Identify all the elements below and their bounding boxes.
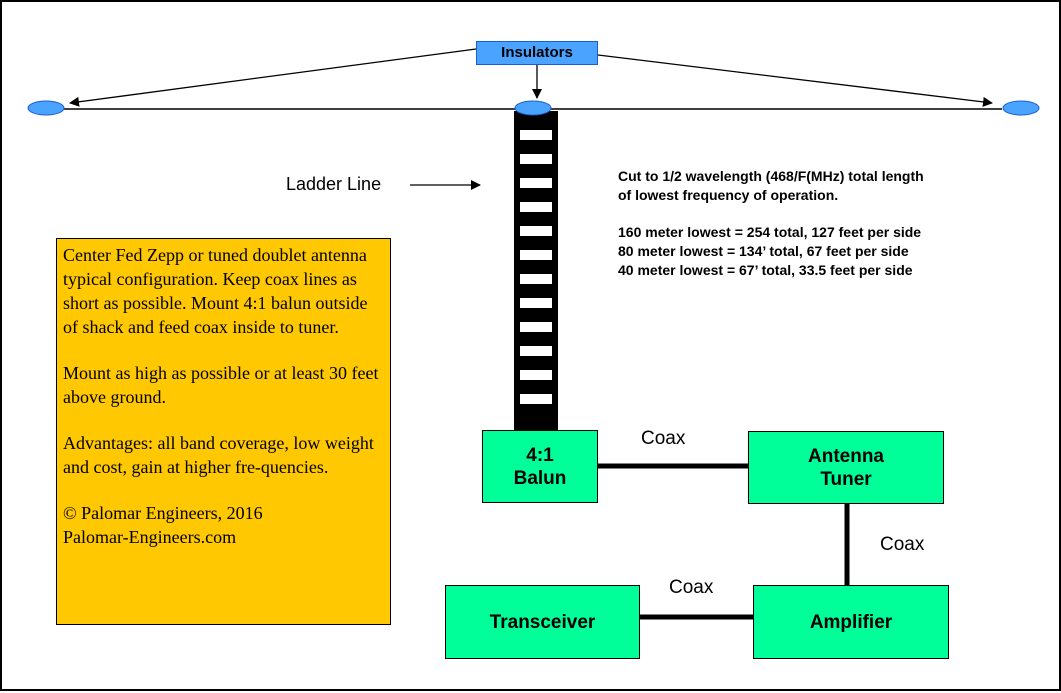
coax-label: Coax [669,577,714,598]
ladder-rung [520,202,552,212]
ladder-rung [520,154,552,164]
ladder-rung [520,346,552,356]
balun-box: 4:1 Balun [482,430,598,503]
ladder-rung [520,130,552,140]
ladder-rung [520,394,552,404]
wavelength-note: Cut to 1/2 wavelength (468/F(MHz) total … [618,167,998,280]
amplifier-box: Amplifier [753,585,949,659]
arrow-to-left-insulator [69,48,477,107]
right-insulator [1002,100,1040,116]
wavelength-intro-line: Cut to 1/2 wavelength (468/F(MHz) total … [618,168,924,184]
center-insulator [514,100,552,116]
ladder-rung [520,226,552,236]
info-paragraph: Mount as high as possible or at least 30… [63,363,379,407]
tuner-label-line: Tuner [820,468,872,490]
example-40m: 40 meter lowest = 67’ total, 33.5 feet p… [618,262,913,278]
credit: © Palomar Engineers, 2016 Palomar-Engine… [63,501,384,549]
ladder-rung [520,298,552,308]
amplifier-label: Amplifier [809,611,893,633]
ladder-line-label: Ladder Line [286,174,382,194]
ladder-rung [520,322,552,332]
credit-line: Palomar-Engineers.com [63,527,237,547]
info-paragraph: Advantages: all band coverage, low weigh… [63,433,374,477]
info-box: Center Fed Zepp or tuned doublet antenna… [56,238,391,625]
wavelength-intro-line: of lowest frequency of operation. [618,187,839,203]
tuner-label-line: Antenna [808,445,884,467]
ladder-rung [520,370,552,380]
balun-label: Balun [513,467,567,489]
coax-label: Coax [880,534,925,555]
ladder-line [514,111,558,431]
transceiver-box: Transceiver [445,585,640,659]
balun-ratio: 4:1 [526,444,554,466]
ladder-rung [520,250,552,260]
credit-line: © Palomar Engineers, 2016 [63,503,263,523]
ladder-rung [520,274,552,284]
ladder-rung [520,178,552,188]
antenna-tuner-box: Antenna Tuner [748,431,944,504]
example-80m: 80 meter lowest = 134’ total, 67 feet pe… [618,243,909,259]
transceiver-label: Transceiver [489,611,596,633]
coax-label: Coax [641,428,686,449]
wavelength-examples: 160 meter lowest = 254 total, 127 feet p… [618,223,998,280]
left-insulator [27,100,65,116]
arrow-to-right-insulator [597,54,993,107]
example-160m: 160 meter lowest = 254 total, 127 feet p… [618,224,922,240]
info-paragraph: Center Fed Zepp or tuned doublet antenna… [63,245,368,337]
insulators-label: Insulators [476,41,598,65]
wavelength-intro: Cut to 1/2 wavelength (468/F(MHz) total … [618,167,998,205]
